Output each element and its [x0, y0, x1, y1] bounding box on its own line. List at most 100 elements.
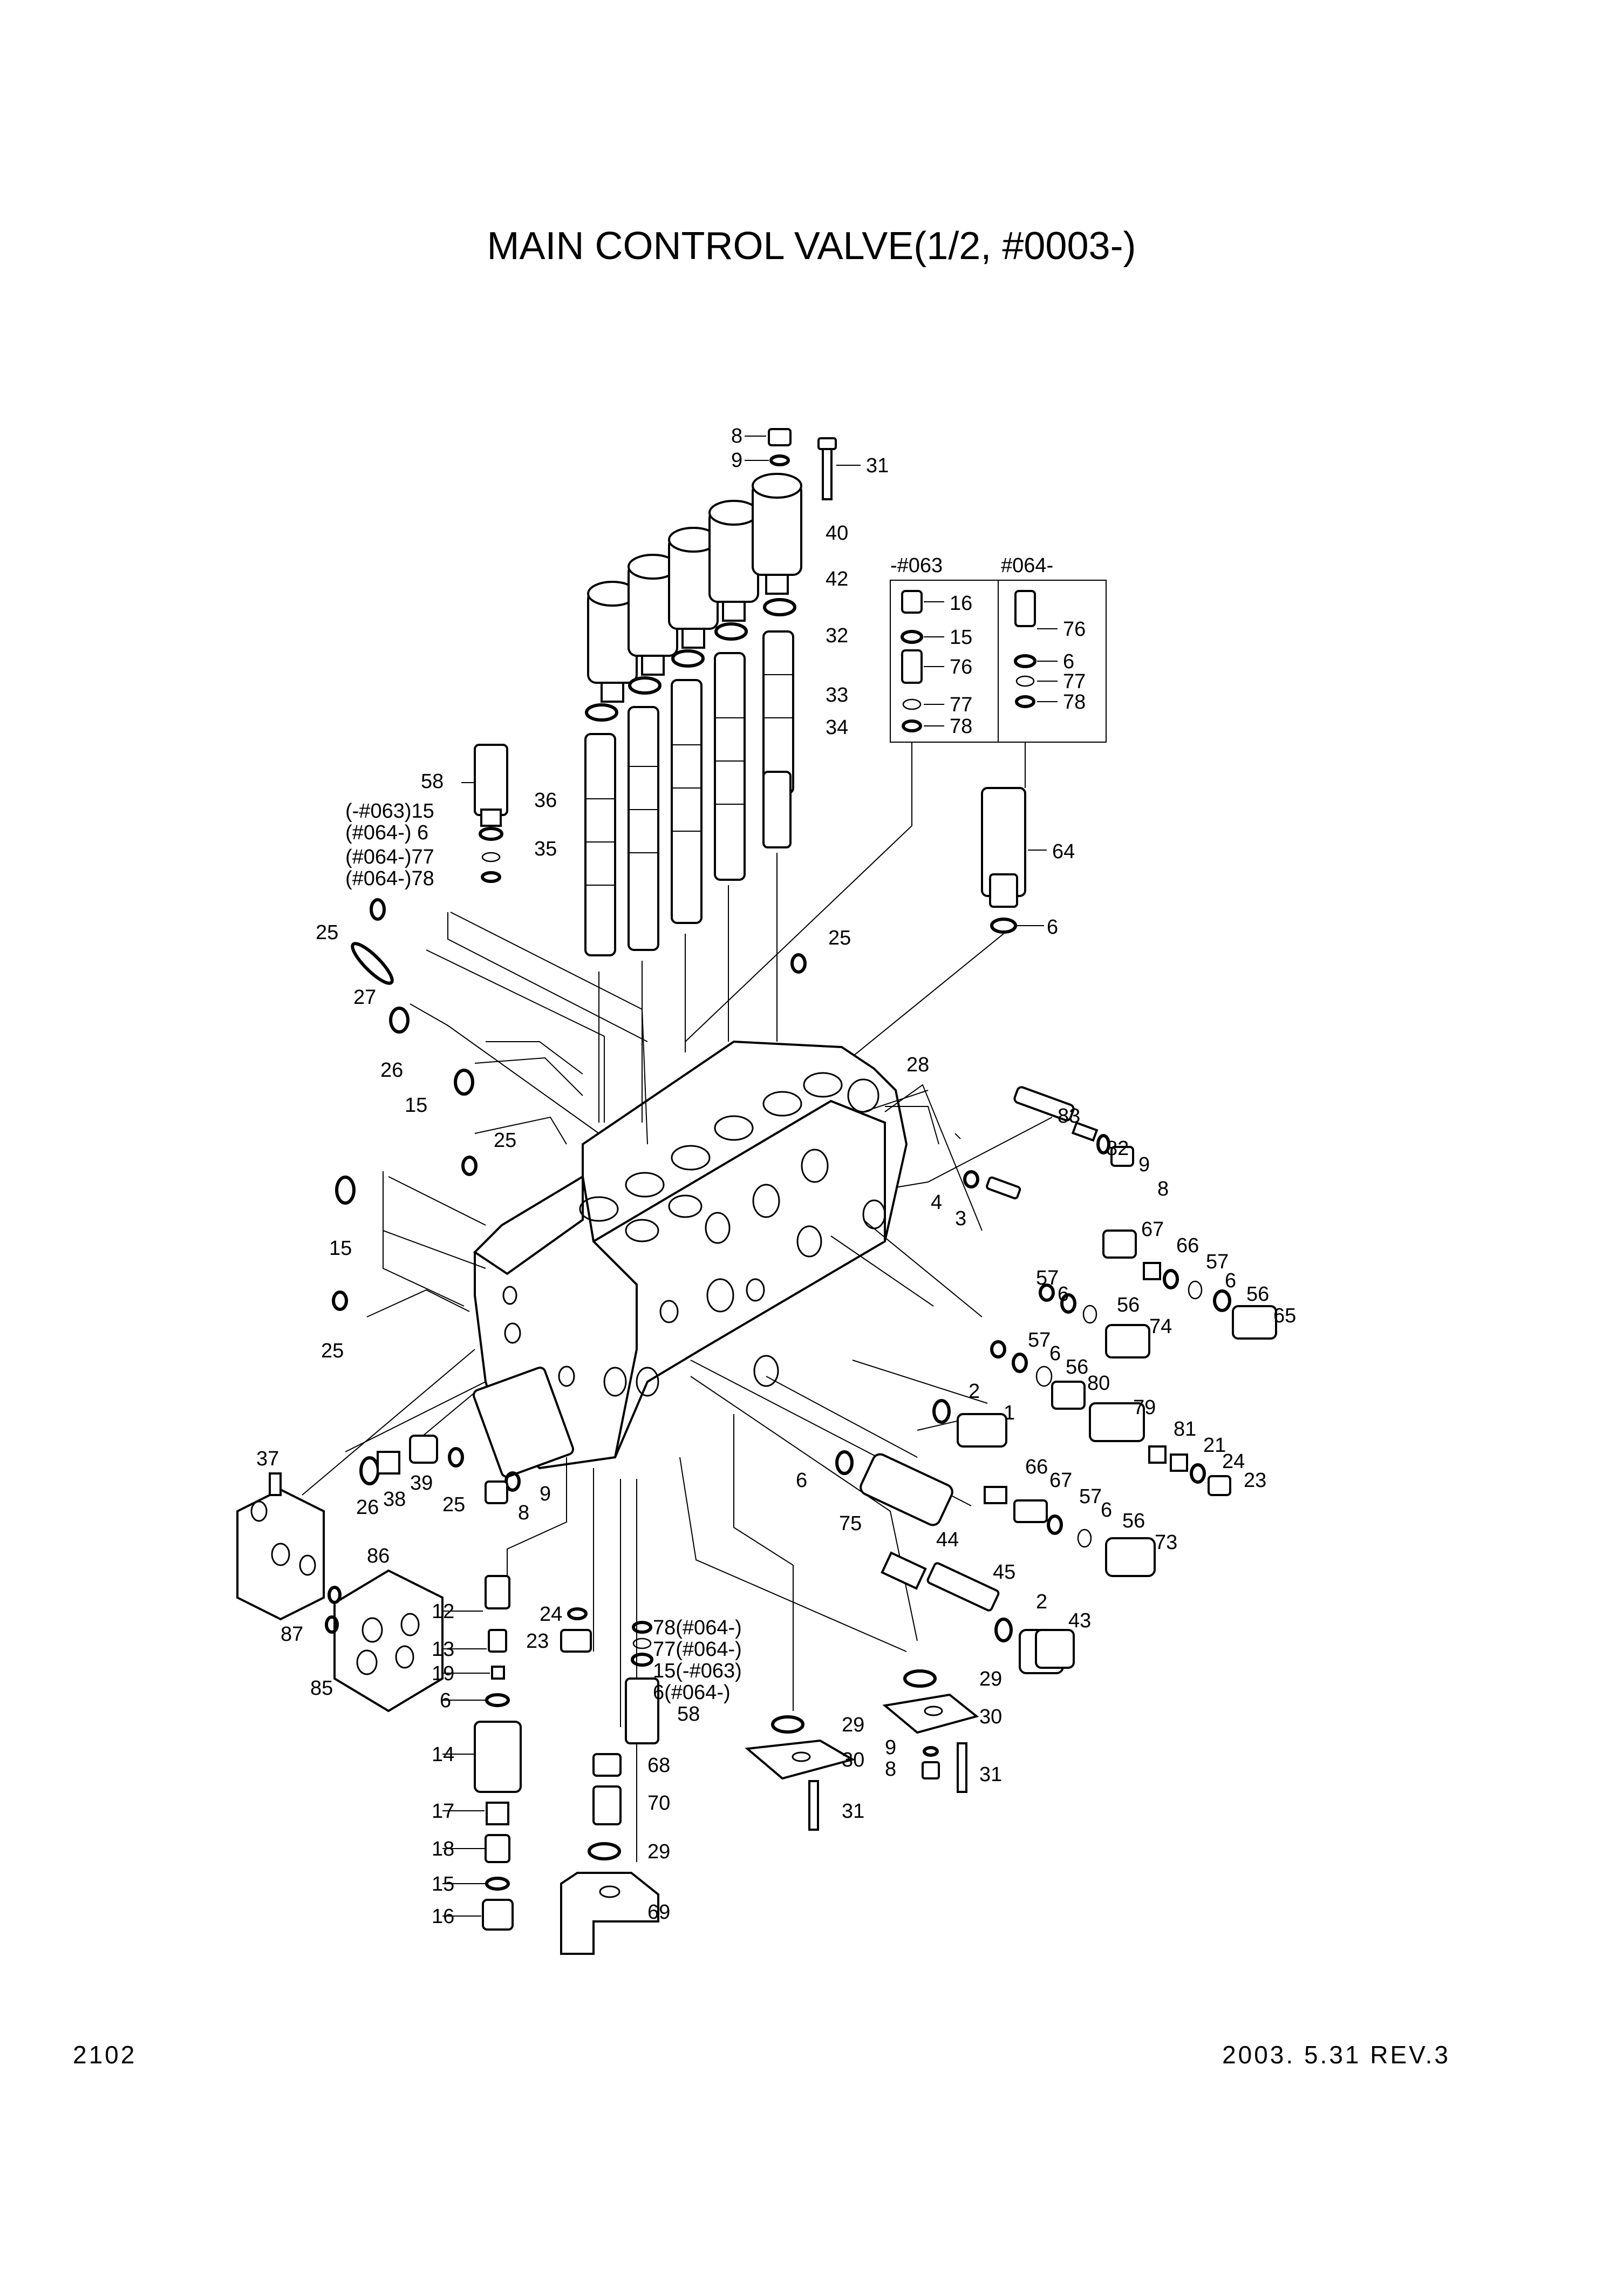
callout-6-v064: (#064-) 6 [345, 821, 428, 844]
callout-9: 9 [885, 1736, 896, 1759]
inset-right-label-77: 77 [1063, 670, 1086, 693]
callout-16: 16 [432, 1905, 454, 1928]
callout-66: 66 [1025, 1456, 1048, 1478]
callout-15: 15 [329, 1237, 352, 1260]
callout-21: 21 [1203, 1434, 1226, 1457]
callout-13: 13 [432, 1638, 454, 1661]
callout-15-v063: (-#063)15 [345, 800, 434, 823]
callout-57: 57 [1036, 1267, 1059, 1289]
callout-6: 6 [1047, 916, 1058, 939]
callout-69: 69 [647, 1901, 670, 1924]
callout-57: 57 [1206, 1251, 1229, 1273]
callout-36: 36 [534, 789, 557, 812]
callout-82: 82 [1106, 1137, 1129, 1160]
spools [584, 630, 794, 956]
callout-24: 24 [1222, 1450, 1245, 1473]
callout-31: 31 [842, 1800, 864, 1823]
cap-orings [585, 598, 796, 722]
callout-65: 65 [1273, 1305, 1296, 1327]
callout-26: 26 [380, 1059, 403, 1082]
callout-6: 6 [1049, 1342, 1061, 1365]
callout-19: 19 [432, 1662, 454, 1685]
callout-17: 17 [432, 1800, 454, 1823]
callout-80: 80 [1087, 1372, 1110, 1395]
callout-12: 12 [432, 1600, 454, 1623]
bottom-right-covers [745, 1629, 1075, 1831]
callout-56: 56 [1122, 1510, 1145, 1532]
callout-29: 29 [842, 1714, 864, 1736]
callout-6: 6 [1058, 1283, 1069, 1306]
callout-64: 64 [1052, 840, 1075, 863]
bottom-left-stack [442, 1575, 522, 1931]
callout-8: 8 [731, 425, 742, 447]
callout-labels: 8 9 31 40 42 32 33 34 58 (-#063)15 (#064… [256, 425, 1296, 1928]
callout-8: 8 [885, 1758, 896, 1781]
callout-81: 81 [1174, 1418, 1196, 1441]
callout-57: 57 [1028, 1329, 1051, 1351]
callout-39: 39 [410, 1472, 433, 1495]
callout-6: 6 [440, 1689, 451, 1712]
callout-25: 25 [494, 1129, 516, 1152]
callout-9: 9 [731, 449, 742, 472]
callout-6: 6 [1101, 1499, 1112, 1521]
callout-74: 74 [1149, 1315, 1172, 1338]
callout-6: 6 [796, 1469, 807, 1492]
callout-9: 9 [1138, 1153, 1150, 1176]
revision-date: 2003. 5.31 REV.3 [1222, 2041, 1450, 2069]
callout-87: 87 [281, 1623, 303, 1646]
callout-2: 2 [1036, 1591, 1047, 1613]
callout-45: 45 [993, 1561, 1015, 1584]
callout-15-v063: 15(-#063) [653, 1660, 742, 1682]
callout-73: 73 [1155, 1531, 1177, 1554]
page-title: MAIN CONTROL VALVE(1/2, #0003-) [487, 225, 1136, 268]
callout-25: 25 [828, 927, 851, 949]
callout-79: 79 [1133, 1396, 1156, 1419]
inset-left-label-77: 77 [950, 694, 972, 716]
callout-85: 85 [310, 1677, 333, 1700]
callout-38: 38 [383, 1488, 406, 1511]
callout-43: 43 [1068, 1609, 1091, 1632]
callout-8: 8 [1157, 1178, 1169, 1200]
callout-67: 67 [1141, 1218, 1164, 1241]
main-valve-body [472, 1040, 908, 1478]
callout-75: 75 [839, 1512, 862, 1535]
inset-header-right: #064- [1001, 554, 1053, 577]
callout-31: 31 [979, 1763, 1002, 1786]
callout-78-v064: (#064-)78 [345, 867, 434, 890]
callout-27: 27 [353, 986, 376, 1009]
callout-15: 15 [432, 1873, 454, 1896]
callout-23: 23 [1244, 1469, 1266, 1492]
callout-29: 29 [979, 1668, 1002, 1690]
callout-58: 58 [677, 1703, 700, 1726]
inset-right-label-6: 6 [1063, 650, 1074, 673]
callout-86: 86 [367, 1545, 390, 1567]
callout-57: 57 [1079, 1485, 1102, 1508]
callout-28: 28 [906, 1054, 929, 1076]
relief-valve-64 [830, 787, 1047, 1075]
bottom-middle-parts [560, 1607, 659, 1955]
callout-8: 8 [518, 1502, 529, 1524]
inset-header-left: -#063 [890, 554, 943, 577]
callout-30: 30 [842, 1749, 864, 1771]
callout-14: 14 [432, 1743, 454, 1766]
callout-4: 4 [931, 1191, 942, 1214]
inset-left-label-76: 76 [950, 656, 972, 678]
callout-6: 6 [1225, 1269, 1236, 1292]
top-plug-group [745, 428, 861, 500]
left-blocks [236, 1435, 521, 1713]
callout-25: 25 [321, 1340, 344, 1362]
callout-9: 9 [540, 1483, 551, 1505]
callout-68: 68 [647, 1754, 670, 1777]
callout-83: 83 [1058, 1105, 1080, 1127]
spool-caps [587, 473, 802, 703]
callout-44: 44 [936, 1529, 959, 1551]
inset-right-label-76: 76 [1063, 618, 1086, 641]
callout-77-v064: 77(#064-) [653, 1638, 742, 1661]
callout-15: 15 [405, 1094, 427, 1117]
callout-1: 1 [1004, 1402, 1015, 1424]
callout-56: 56 [1066, 1356, 1088, 1378]
inset-left-label-15: 15 [950, 626, 972, 649]
callout-6-v064: 6(#064-) [653, 1681, 731, 1704]
callout-25: 25 [442, 1493, 465, 1516]
